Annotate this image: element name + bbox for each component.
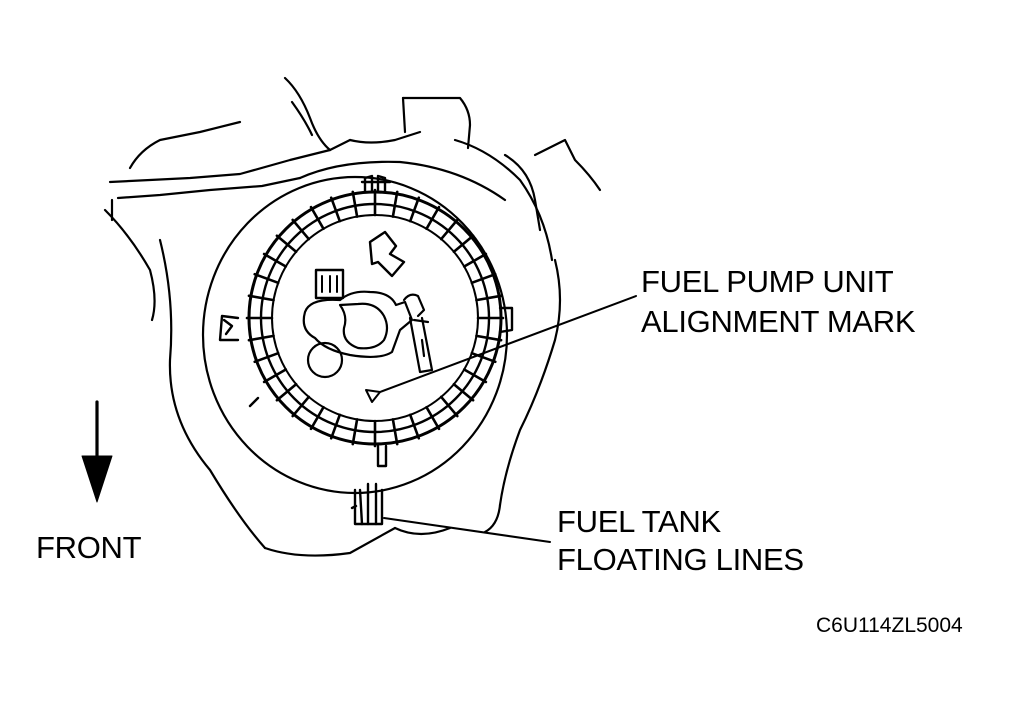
ring-rib (470, 351, 497, 364)
ring-rib (475, 334, 503, 342)
ring-rib (247, 294, 275, 302)
ring-rib (391, 418, 399, 446)
leader-lines (379, 295, 637, 543)
ring-rib (275, 382, 298, 402)
ring-rib (247, 334, 275, 342)
label-front: FRONT (36, 530, 142, 565)
ring-rib (439, 395, 459, 418)
ring-rib (351, 418, 359, 446)
label-tank-lines-line2: FLOATING LINES (557, 542, 804, 577)
figure-code: C6U114ZL5004 (816, 614, 963, 637)
retaining-ring (245, 188, 505, 448)
ring-rib (408, 413, 421, 440)
ring-rib (329, 196, 342, 223)
ring-rib (291, 218, 311, 241)
label-pump-mark-line1: FUEL PUMP UNIT (641, 264, 894, 299)
ring-rib (262, 368, 288, 384)
ring-rib (329, 413, 342, 440)
ring-rib (309, 205, 325, 231)
ring-rib (462, 252, 488, 268)
ring-rib (391, 190, 399, 218)
leader-line-floating-lines (383, 517, 551, 543)
ring-rib (253, 272, 280, 285)
ring-rib (408, 196, 421, 223)
floating-lines-connector (350, 482, 384, 526)
pump-components (302, 230, 434, 379)
ring-rib (351, 190, 359, 218)
ring-rib (262, 252, 288, 268)
ring-rib (439, 218, 459, 241)
arrow-down-icon (81, 400, 113, 503)
ring-rib (425, 405, 441, 431)
ring-rib (470, 272, 497, 285)
ring-rib (309, 405, 325, 431)
ring-rib (475, 294, 503, 302)
tank-body-outline (103, 76, 602, 557)
ring-rib (253, 351, 280, 364)
ring-rib (462, 368, 488, 384)
label-pump-mark-line2: ALIGNMENT MARK (641, 304, 916, 339)
ring-tabs (218, 174, 514, 468)
triangle-down-icon (365, 389, 381, 403)
leader-line-alignment-mark (379, 295, 637, 393)
label-tank-lines-line1: FUEL TANK (557, 504, 721, 539)
ring-rib (291, 395, 311, 418)
ring-rib (452, 234, 475, 254)
ring-rib (425, 205, 441, 231)
ring-rib (452, 382, 475, 402)
ring-rib (275, 234, 298, 254)
